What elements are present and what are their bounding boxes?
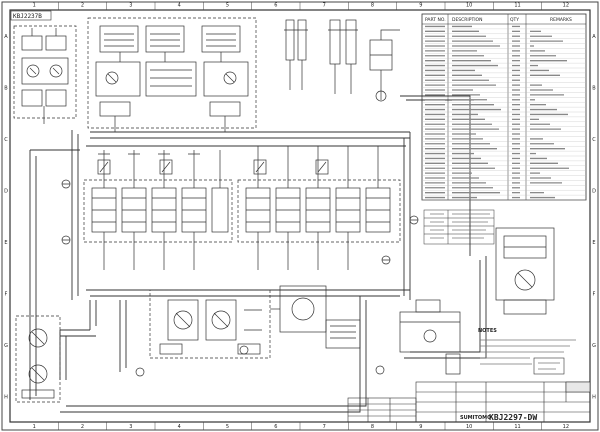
grid-row-label: D — [4, 188, 8, 194]
grid-column-label: 4 — [178, 3, 181, 9]
grid-column-label: 2 — [81, 424, 84, 430]
grid-row-label: C — [4, 137, 8, 143]
grid-column-label: 6 — [274, 3, 277, 9]
grid-column-label: 7 — [323, 424, 326, 430]
grid-column-label: 10 — [466, 424, 472, 430]
grid-row-label: C — [592, 137, 596, 143]
title-block — [347, 381, 591, 423]
grid-row-label: F — [593, 291, 596, 297]
actuator-cylinders — [284, 19, 358, 94]
grid-column-label: 5 — [226, 424, 229, 430]
pilot-valve-block-left — [13, 25, 77, 124]
grid-row-label: G — [592, 343, 596, 349]
notes-area: NOTES — [478, 328, 576, 375]
grid-column-label: 11 — [514, 3, 520, 9]
legend-boxes — [423, 209, 495, 245]
grid-column-label: 1 — [33, 3, 36, 9]
cooler-and-tank — [325, 299, 461, 375]
drawing-number-tag-text: KBJ2237B — [13, 13, 42, 20]
grid-column-label: 8 — [371, 3, 374, 9]
grid-column-label: 9 — [419, 424, 422, 430]
grid-column-label: 3 — [129, 424, 132, 430]
grid-column-label: 2 — [81, 3, 84, 9]
grid-row-label: E — [592, 240, 595, 246]
swing-motor-section — [15, 315, 61, 403]
grid-row-label: G — [4, 343, 8, 349]
engine-block — [270, 285, 327, 333]
grid-column-label: 8 — [371, 424, 374, 430]
parts-list-rows — [422, 25, 586, 201]
notes-title: NOTES — [478, 328, 497, 334]
grid-column-label: 4 — [178, 424, 181, 430]
check-valves — [61, 179, 419, 377]
schematic-area — [13, 17, 555, 413]
grid-column-label: 11 — [514, 424, 520, 430]
grid-column-label: 6 — [274, 424, 277, 430]
grid-row-label: H — [592, 394, 596, 400]
title-block-maker: SUMITOMO — [460, 415, 491, 421]
control-valve-bank-left — [83, 150, 233, 270]
grid-row-label: D — [592, 188, 596, 194]
auxiliary-valve-right — [495, 227, 555, 315]
grid-column-label: 3 — [129, 3, 132, 9]
grid-column-label: 12 — [563, 424, 569, 430]
relief-valves-row — [97, 159, 329, 175]
grid-row-label: B — [592, 85, 596, 91]
grid-row-label: A — [4, 34, 8, 40]
parts-header-description: DESCRIPTION — [452, 17, 482, 23]
title-block-drawing-number: KBJ2297-DW — [489, 413, 537, 422]
grid-row-label: F — [5, 291, 8, 297]
parts-header-qty: QTY — [510, 17, 519, 23]
grid-column-label: 10 — [466, 3, 472, 9]
grid-column-label: 1 — [33, 424, 36, 430]
grid-column-label: 9 — [419, 3, 422, 9]
grid-row-label: A — [592, 34, 596, 40]
parts-header-remarks: REMARKS — [550, 17, 572, 23]
remote-control-valve-block — [87, 17, 257, 132]
control-valve-bank-right — [237, 146, 401, 270]
grid-row-label: E — [4, 240, 7, 246]
grid-column-label: 12 — [563, 3, 569, 9]
grid-column-label: 5 — [226, 3, 229, 9]
parts-header-part-no: PART NO. — [425, 17, 446, 23]
pump-assembly — [149, 289, 271, 359]
parts-list-table: PART NO. DESCRIPTION QTY REMARKS — [421, 13, 587, 201]
grid-column-label: 7 — [323, 3, 326, 9]
grid-row-label: H — [4, 394, 8, 400]
filter-assembly — [369, 29, 400, 102]
drawing-number-tag: KBJ2237B — [10, 10, 52, 21]
grid-row-label: B — [4, 85, 8, 91]
